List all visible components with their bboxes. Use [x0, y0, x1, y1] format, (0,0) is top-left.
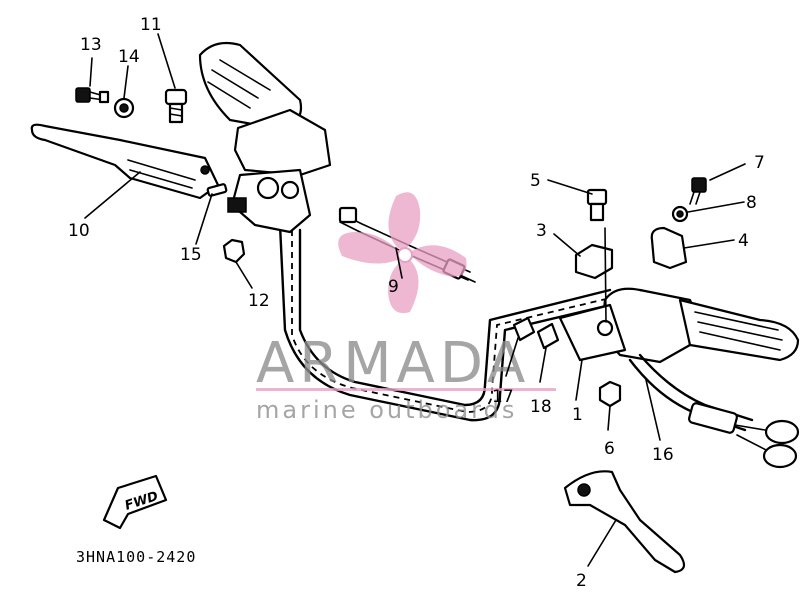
bolt-13 — [75, 87, 110, 104]
callouts: 13 14 11 10 15 12 9 5 3 7 8 4 17 18 1 6 … — [68, 15, 765, 591]
washer-8 — [671, 205, 689, 223]
callout-11: 11 — [140, 15, 162, 35]
callout-7: 7 — [754, 153, 765, 173]
screw-15 — [206, 183, 228, 197]
clamp-17 — [512, 316, 536, 342]
watermark-tagline: marine outboards — [256, 396, 517, 424]
callout-18: 18 — [530, 397, 552, 417]
diagram-code: 3HNA100-2420 — [76, 548, 196, 566]
bracket-3 — [574, 243, 614, 280]
callout-1: 1 — [572, 405, 583, 425]
nut-12 — [222, 238, 246, 264]
propeller-logo — [338, 192, 467, 314]
callout-8: 8 — [746, 193, 757, 213]
callout-5: 5 — [530, 171, 541, 191]
callout-4: 4 — [738, 231, 749, 251]
right-grip — [678, 298, 800, 362]
callout-16: 16 — [652, 445, 674, 465]
switch-cable-16 — [628, 353, 800, 469]
leader-lines — [84, 33, 746, 567]
callout-17: 17 — [492, 387, 514, 407]
watermark-brand: ARMADA — [256, 331, 530, 396]
callout-15: 15 — [180, 245, 202, 265]
bolt-7 — [689, 177, 707, 205]
callout-2: 2 — [576, 571, 587, 591]
callout-6: 6 — [604, 439, 615, 459]
bolt-11 — [164, 88, 188, 124]
callout-10: 10 — [68, 221, 90, 241]
clamp-18 — [536, 322, 560, 350]
watermark-divider — [256, 388, 556, 391]
callout-9: 9 — [388, 277, 399, 297]
callout-14: 14 — [118, 47, 140, 67]
callout-12: 12 — [248, 291, 270, 311]
right-throttle-housing — [558, 287, 697, 364]
nut-6 — [598, 380, 622, 408]
nut-14 — [113, 97, 135, 119]
callout-3: 3 — [536, 221, 547, 241]
callout-13: 13 — [80, 35, 102, 55]
clamp-4 — [650, 226, 688, 270]
fwd-arrow: FWD — [102, 474, 168, 530]
watermark: ARMADA marine outboards — [256, 192, 556, 424]
left-lever-holder — [227, 108, 332, 234]
left-lever — [30, 123, 220, 200]
right-lever — [563, 470, 686, 574]
bolt-5 — [586, 188, 608, 222]
